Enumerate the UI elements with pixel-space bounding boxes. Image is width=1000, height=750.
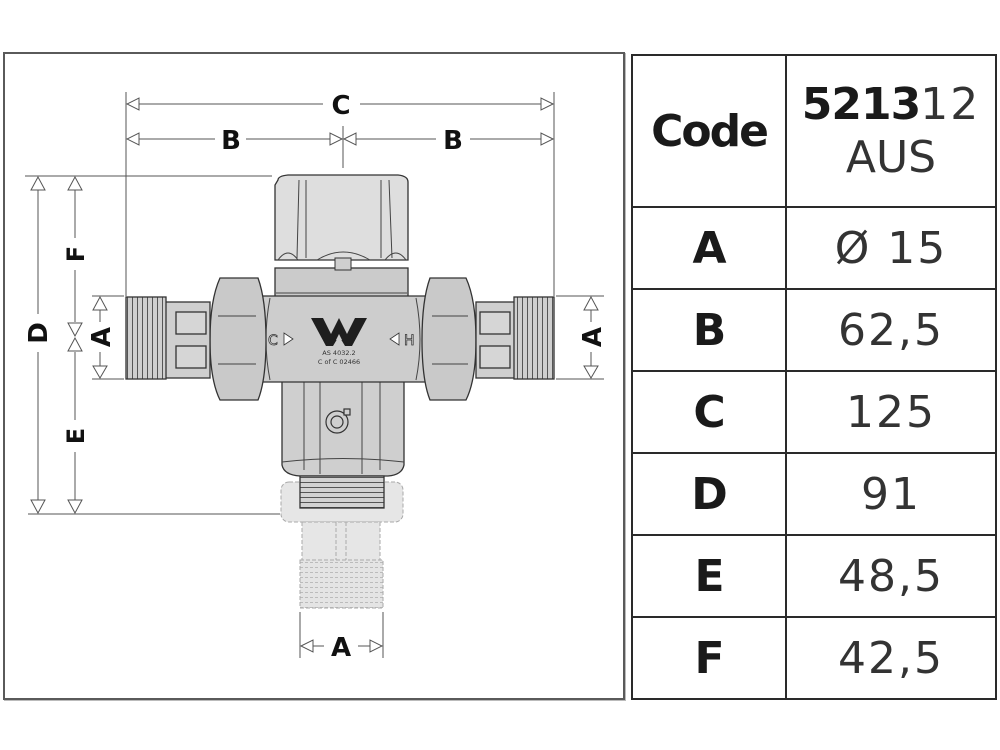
dimension-key: C xyxy=(631,370,787,454)
valve-markings: AS 4032.2 C of C 02466 C H xyxy=(268,318,415,434)
cold-arrow-icon xyxy=(283,332,294,346)
dimension-value: 42,5 xyxy=(838,632,944,684)
dimension-key: A xyxy=(631,206,787,290)
dim-label-d: D xyxy=(24,322,54,344)
dimension-key: E xyxy=(631,534,787,618)
dimension-value: 62,5 xyxy=(838,304,944,356)
dimension-lines xyxy=(25,92,604,658)
certificate-marking: C of C 02466 xyxy=(318,358,360,366)
dim-label-c: C xyxy=(331,91,350,121)
dimension-labels: C B B D F E A A A xyxy=(24,91,608,663)
dim-label-a-right: A xyxy=(578,327,608,347)
valve-body xyxy=(125,174,555,509)
dim-label-e: E xyxy=(62,428,90,444)
caleffi-logo-icon xyxy=(325,408,351,434)
table-row: B 62,5 xyxy=(631,288,997,372)
code-number-thin: 12 xyxy=(920,79,981,130)
standard-marking: AS 4032.2 xyxy=(322,349,355,357)
table-row: A Ø 15 xyxy=(631,206,997,290)
table-row: F 42,5 xyxy=(631,616,997,700)
dimension-key: D xyxy=(631,452,787,536)
hot-port-marking: H xyxy=(404,333,415,349)
code-number-bold: 5213 xyxy=(801,79,921,130)
hot-arrow-icon xyxy=(389,332,400,346)
dim-label-f: F xyxy=(62,246,90,262)
table-row: C 125 xyxy=(631,370,997,454)
dimensions-table: Code 521312 AUS A Ø 15 B 62,5 C 125 D 91… xyxy=(631,54,997,700)
dimension-value: 125 xyxy=(846,386,936,438)
dim-label-b-right: B xyxy=(443,126,463,156)
watermark-logo xyxy=(311,318,367,346)
dim-label-a-bottom: A xyxy=(331,633,351,663)
code-label-cell: Code xyxy=(631,54,787,208)
dimension-key: F xyxy=(631,616,787,700)
dimension-value: Ø 15 xyxy=(834,222,948,274)
dimension-value: 48,5 xyxy=(838,550,944,602)
dimension-key: B xyxy=(631,288,787,372)
table-row: E 48,5 xyxy=(631,534,997,618)
code-value-cell: 521312 AUS xyxy=(785,54,997,208)
cold-port-marking: C xyxy=(268,333,278,349)
table-row: D 91 xyxy=(631,452,997,536)
code-suffix: AUS xyxy=(845,132,937,183)
table-header-row: Code 521312 AUS xyxy=(631,54,997,208)
dimension-value: 91 xyxy=(861,468,921,520)
dimension-arrows xyxy=(30,97,599,653)
dim-label-a-left: A xyxy=(87,327,117,347)
code-label: Code xyxy=(651,105,769,157)
dim-label-b-left: B xyxy=(221,126,241,156)
